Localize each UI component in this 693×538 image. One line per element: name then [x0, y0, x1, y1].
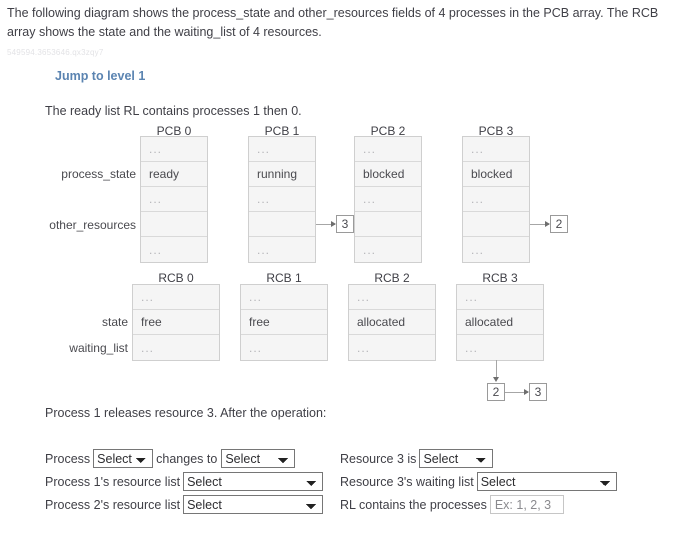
resource-3-waiting-list-select[interactable]: Select: [476, 472, 617, 491]
pcb-1-block: ... running ... ...: [248, 136, 316, 263]
form-row-process-changes: Process Select changes to Select: [45, 449, 296, 468]
pcb-3-resource-node: 2: [550, 215, 568, 233]
pcb-1-cell-2: ...: [249, 187, 315, 212]
pcb-1-cell-other-resources: [249, 212, 315, 237]
rcb-1-cell-waiting-list: ...: [241, 335, 327, 360]
pcb-3-cell-other-resources: [463, 212, 529, 237]
label-rl-contains: RL contains the processes: [340, 497, 487, 512]
rcb-1-cell-state: free: [241, 310, 327, 335]
rcb-3-cell-state: allocated: [457, 310, 543, 335]
pcb-0-cell-0: ...: [141, 137, 207, 162]
rcb-row-label-waiting-list: waiting_list: [69, 341, 128, 355]
pcb-3-cell-4: ...: [463, 237, 529, 262]
process-select[interactable]: Select: [93, 449, 154, 468]
rcb-3-block: ... allocated ...: [456, 284, 544, 361]
rcb-0-block: ... free ...: [132, 284, 220, 361]
rcb-1-cell-0: ...: [241, 285, 327, 310]
pcb-0-cell-other-resources: [141, 212, 207, 237]
pcb-1-connector-arrowhead-icon: [331, 221, 336, 227]
pcb-1-cell-process-state: running: [249, 162, 315, 187]
rcb-1-title: RCB 1: [266, 271, 302, 285]
rcb-3-waiting-line-vertical: [496, 360, 497, 379]
pcb-2-cell-2: ...: [355, 187, 421, 212]
pcb-3-block: ... blocked ... ...: [462, 136, 530, 263]
rcb-3-waiting-node-1: 3: [529, 383, 547, 401]
form-row-resource-3-waiting-list: Resource 3's waiting list Select: [340, 472, 617, 491]
jump-to-level-link[interactable]: Jump to level 1: [55, 69, 146, 83]
pcb-0-cell-4: ...: [141, 237, 207, 262]
pcb-row-label-other-resources: other_resources: [49, 218, 136, 232]
label-changes-to: changes to: [156, 451, 218, 466]
pcb-0-block: ... ready ... ...: [140, 136, 208, 263]
rcb-2-title: RCB 2: [374, 271, 410, 285]
rcb-2-block: ... allocated ...: [348, 284, 436, 361]
pcb-2-cell-0: ...: [355, 137, 421, 162]
pcb-3-cell-process-state: blocked: [463, 162, 529, 187]
intro-paragraph: The following diagram shows the process_…: [7, 6, 659, 39]
rcb-3-cell-waiting-list: ...: [457, 335, 543, 360]
rl-processes-input[interactable]: [489, 495, 564, 514]
watermark-text: 549594.3653646.qx3zqy7: [7, 48, 104, 57]
rcb-3-cell-0: ...: [457, 285, 543, 310]
pcb-1-connector-line: [316, 224, 335, 225]
rcb-0-cell-waiting-list: ...: [133, 335, 219, 360]
pcb-1-resource-node: 3: [336, 215, 354, 233]
rcb-0-title: RCB 0: [158, 271, 194, 285]
rcb-3-waiting-line-horizontal: [505, 392, 528, 393]
rcb-3-title: RCB 3: [482, 271, 518, 285]
label-p1-resource-list: Process 1's resource list: [45, 474, 181, 489]
p2-resource-list-select[interactable]: Select: [183, 495, 324, 514]
pcb-2-cell-process-state: blocked: [355, 162, 421, 187]
rcb-3-waiting-chain-arrowhead-icon: [524, 389, 529, 395]
rcb-3-waiting-arrowhead-icon: [493, 377, 499, 382]
pcb-0-cell-2: ...: [141, 187, 207, 212]
pcb-2-cell-other-resources: [355, 212, 421, 237]
pcb-3-connector-arrowhead-icon: [545, 221, 550, 227]
form-row-resource-3-is: Resource 3 is Select: [340, 449, 494, 468]
operation-sentence: Process 1 releases resource 3. After the…: [45, 406, 327, 420]
pcb-2-block: ... blocked ... ...: [354, 136, 422, 263]
rcb-row-label-state: state: [101, 315, 128, 329]
pcb-1-cell-4: ...: [249, 237, 315, 262]
label-resource-3-waiting-list: Resource 3's waiting list: [340, 474, 474, 489]
rcb-1-block: ... free ...: [240, 284, 328, 361]
rcb-0-cell-0: ...: [133, 285, 219, 310]
pcb-row-label-process-state: process_state: [61, 167, 136, 181]
label-process: Process: [45, 451, 91, 466]
rcb-3-waiting-node-0: 2: [487, 383, 505, 401]
label-p2-resource-list: Process 2's resource list: [45, 497, 181, 512]
p1-resource-list-select[interactable]: Select: [183, 472, 324, 491]
pcb-2-cell-4: ...: [355, 237, 421, 262]
pcb-0-cell-process-state: ready: [141, 162, 207, 187]
pcb-3-cell-0: ...: [463, 137, 529, 162]
pcb-0-title: PCB 0: [156, 124, 192, 138]
pcb-1-title: PCB 1: [264, 124, 300, 138]
rcb-2-cell-state: allocated: [349, 310, 435, 335]
process-new-state-select[interactable]: Select: [221, 449, 296, 468]
pcb-3-connector-line: [530, 224, 549, 225]
pcb-3-title: PCB 3: [478, 124, 514, 138]
pcb-3-cell-2: ...: [463, 187, 529, 212]
ready-list-sentence: The ready list RL contains processes 1 t…: [45, 104, 302, 118]
rcb-0-cell-state: free: [133, 310, 219, 335]
form-row-p1-resource-list: Process 1's resource list Select: [45, 472, 324, 491]
resource-3-state-select[interactable]: Select: [419, 449, 494, 468]
form-row-p2-resource-list: Process 2's resource list Select: [45, 495, 324, 514]
form-row-rl-contains: RL contains the processes: [340, 495, 564, 514]
pcb-1-cell-0: ...: [249, 137, 315, 162]
rcb-2-cell-0: ...: [349, 285, 435, 310]
pcb-2-title: PCB 2: [370, 124, 406, 138]
rcb-2-cell-waiting-list: ...: [349, 335, 435, 360]
label-resource-3-is: Resource 3 is: [340, 451, 417, 466]
